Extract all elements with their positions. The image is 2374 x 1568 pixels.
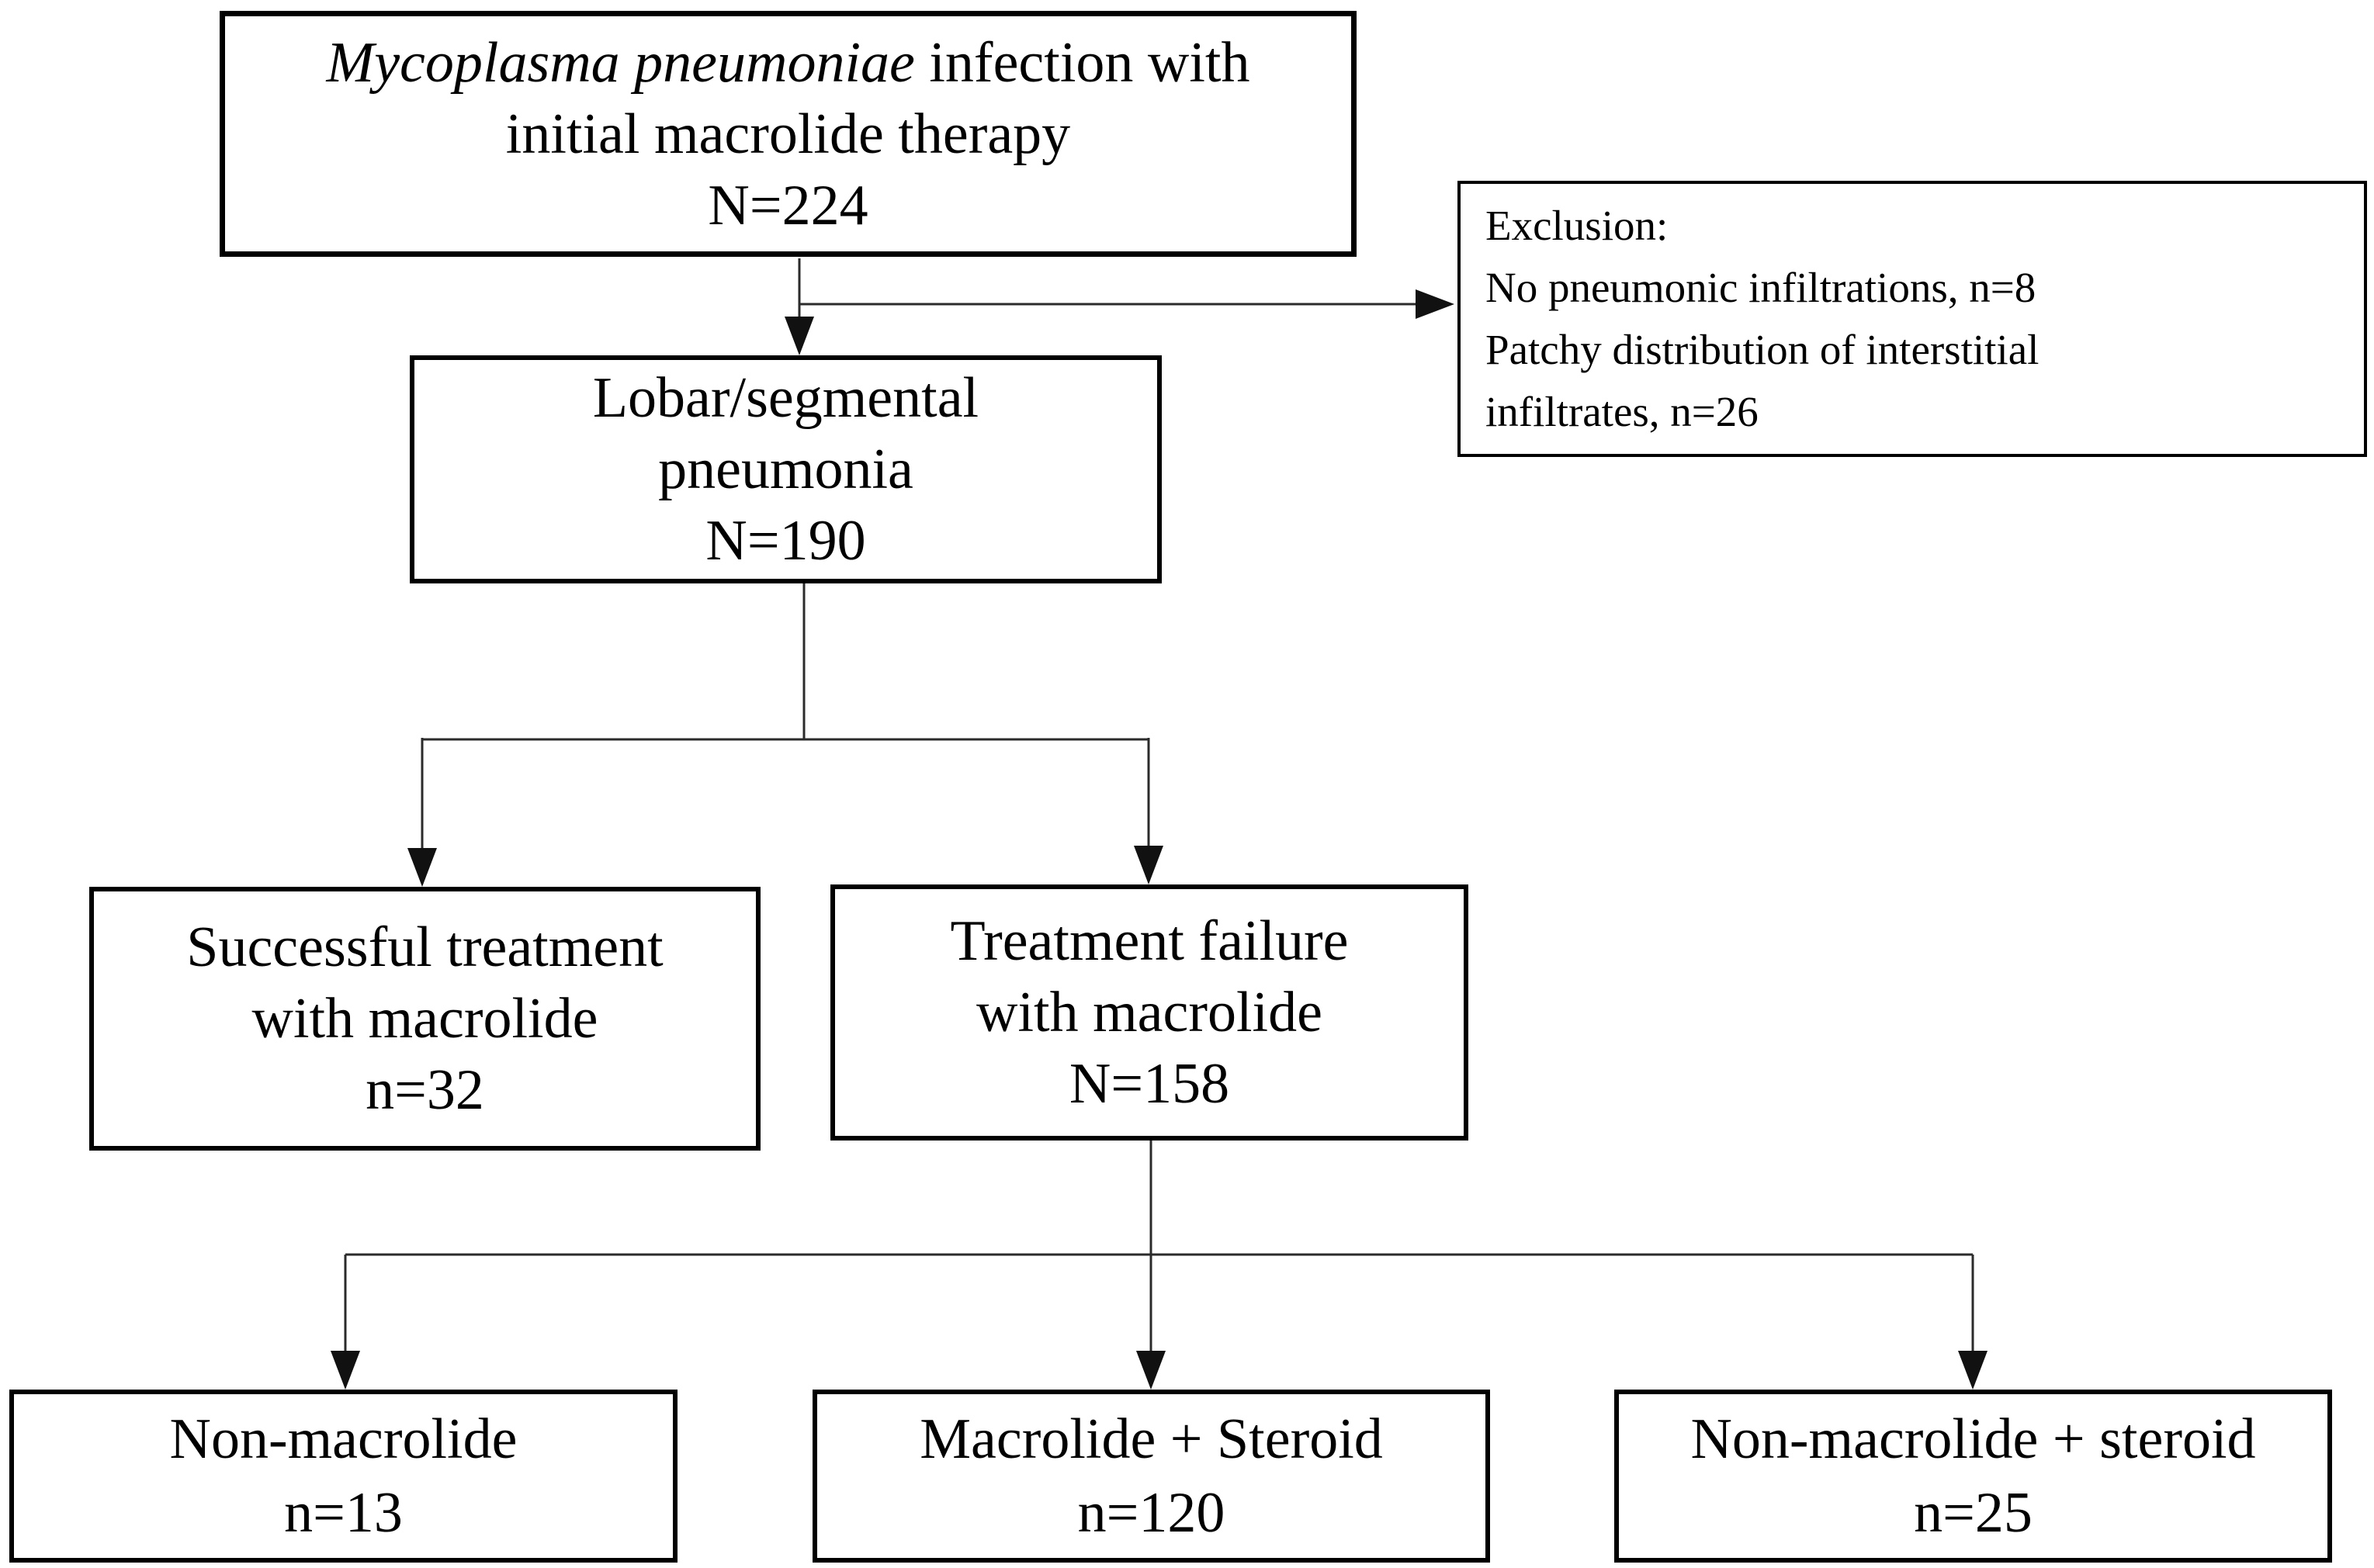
box-line-text: infection with <box>914 30 1250 95</box>
box-infection-initial-macrolide: Mycoplasma pneumoniae infection with ini… <box>220 11 1357 257</box>
arrowhead-into-macrolide-steroid <box>1136 1351 1166 1390</box>
box-count: n=32 <box>366 1058 484 1122</box>
box-line: Exclusion: <box>1485 202 1669 249</box>
box-line: Treatment failure <box>950 909 1349 973</box>
box-exclusion: Exclusion: No pneumonic infiltrations, n… <box>1457 181 2367 457</box>
arrowhead-into-exclusion <box>1416 289 1454 319</box>
arrowhead-into-failure <box>1134 846 1163 884</box>
box-line: No pneumonic infiltrations, n=8 <box>1485 264 2036 311</box>
box-successful-treatment: Successful treatment with macrolide n=32 <box>89 887 761 1151</box>
box-line: Macrolide + Steroid <box>920 1407 1383 1471</box>
box-count: n=13 <box>284 1480 403 1545</box>
box-line: pneumonia <box>658 438 913 501</box>
arrowhead-into-success <box>407 848 437 887</box>
box-line: with macrolide <box>251 987 598 1051</box>
box-treatment-failure: Treatment failure with macrolide N=158 <box>830 884 1468 1141</box>
box-count: N=224 <box>708 173 868 237</box>
arrowhead-into-non-macrolide-steroid <box>1958 1351 1988 1390</box>
box-line: Non-macrolide + steroid <box>1690 1407 2256 1471</box>
box-non-macrolide-steroid: Non-macrolide + steroid n=25 <box>1614 1390 2332 1563</box>
box-count: n=25 <box>1914 1480 2033 1545</box>
box-line: Lobar/segmental <box>592 366 979 430</box>
arrowhead-into-lobar <box>785 317 814 355</box>
box-lobar-segmental-pneumonia: Lobar/segmental pneumonia N=190 <box>410 355 1162 583</box>
organism-name: Mycoplasma pneumoniae <box>326 30 915 95</box>
box-line: Successful treatment <box>186 916 664 979</box>
box-line: Patchy distribution of interstitial <box>1485 326 2040 373</box>
box-line: initial macrolide therapy <box>505 102 1071 166</box>
box-line: with macrolide <box>976 981 1322 1044</box>
box-count: N=158 <box>1069 1052 1230 1116</box>
box-count: N=190 <box>705 509 866 573</box>
box-line: Mycoplasma pneumoniae infection with <box>327 27 1250 99</box>
arrowhead-into-non-macrolide <box>331 1351 360 1390</box>
box-count: n=120 <box>1077 1480 1225 1545</box>
box-macrolide-steroid: Macrolide + Steroid n=120 <box>813 1390 1490 1563</box>
box-non-macrolide: Non-macrolide n=13 <box>9 1390 678 1563</box>
box-line: Non-macrolide <box>169 1407 518 1471</box>
box-line: infiltrates, n=26 <box>1485 388 1759 435</box>
